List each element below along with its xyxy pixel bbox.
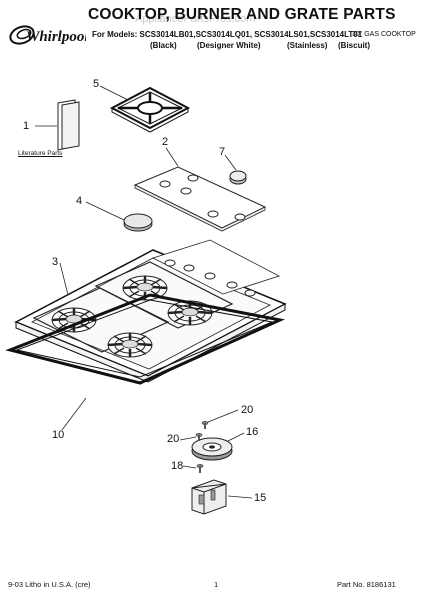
color-stainless: (Stainless) <box>287 41 328 50</box>
callout-15: 15 <box>254 492 267 504</box>
whirlpool-logo: Whirlpool <box>9 25 86 45</box>
callout-2: 2 <box>162 136 169 148</box>
callout-7: 7 <box>219 146 226 158</box>
cooktop-gasket <box>5 293 285 385</box>
literature-booklet <box>57 99 80 151</box>
callout-4: 4 <box>76 195 83 207</box>
callout-1: 1 <box>23 120 30 132</box>
callout-10: 10 <box>52 429 65 441</box>
callout-3: 3 <box>52 256 59 268</box>
color-biscuit: (Biscuit) <box>338 41 370 50</box>
screw-20b <box>195 433 203 441</box>
footer-part-number: Part No. 8186131 <box>337 580 396 589</box>
page-title: COOKTOP, BURNER AND GRATE PARTS <box>88 6 396 23</box>
control-knob <box>229 170 247 185</box>
literature-parts-caption: Literature Parts <box>18 150 63 157</box>
callout-16: 16 <box>246 426 259 438</box>
burner-cap <box>123 213 153 232</box>
product-type: 30" GAS COOKTOP <box>352 31 416 38</box>
footer-litho: 9-03 Litho in U.S.A. (cre) <box>8 580 91 589</box>
callout-20b: 20 <box>241 404 254 416</box>
grate <box>109 86 191 133</box>
screw-20a <box>201 421 209 429</box>
callout-18: 18 <box>171 460 184 472</box>
cooktop <box>14 239 287 383</box>
cooktop-panel <box>133 166 267 232</box>
spark-electrode <box>191 479 227 515</box>
leader-lines <box>35 85 253 499</box>
callout-5: 5 <box>93 78 100 90</box>
color-designer-white: (Designer White) <box>197 41 261 50</box>
footer-page-number: 1 <box>214 580 219 589</box>
screw-18 <box>196 464 204 473</box>
watermark-text: AppliancePartsPros.com <box>135 13 256 25</box>
callout-20a: 20 <box>167 433 180 445</box>
burner-base <box>191 437 233 461</box>
models-line: For Models: SCS3014LB01,SCS3014LQ01, SCS… <box>92 30 363 39</box>
color-black: (Black) <box>150 41 177 50</box>
svg-text:Whirlpool: Whirlpool <box>26 29 86 45</box>
